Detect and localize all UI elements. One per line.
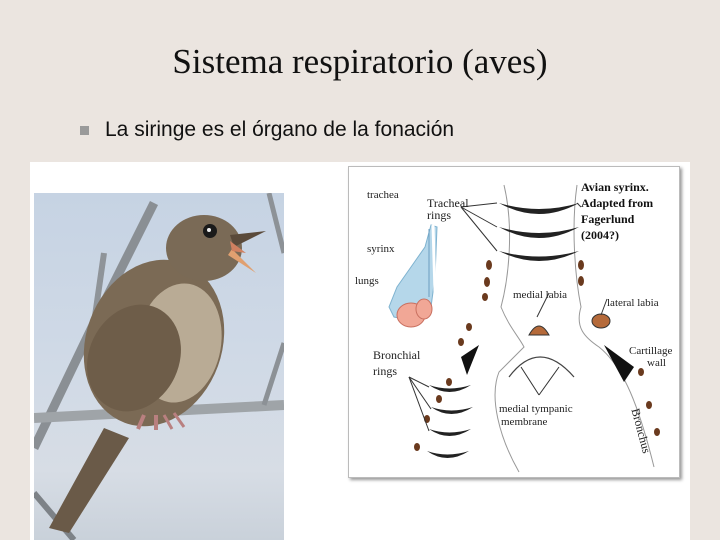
label-lateral-labia: lateral labia: [607, 297, 659, 309]
label-lungs: lungs: [355, 275, 379, 287]
syrinx-diagram: Avian syrinx. Adapted from Fagerlund (20…: [348, 166, 680, 478]
bullet-text: La siringe es el órgano de la fonación: [105, 118, 455, 141]
diagram-credit: Avian syrinx. Adapted from Fagerlund (20…: [581, 179, 653, 243]
label-tracheal-rings-2: rings: [427, 208, 451, 222]
label-medial-tympanic-2: membrane: [501, 416, 548, 428]
bullet-item: La siringe es el órgano de la fonación: [80, 118, 454, 142]
credit-line-1: Avian syrinx.: [581, 180, 649, 194]
label-cartillage-wall-2: wall: [647, 357, 666, 369]
bullet-square-icon: [80, 125, 89, 135]
credit-line-4: (2004?): [581, 228, 619, 242]
credit-line-3: Fagerlund: [581, 212, 635, 226]
label-syrinx: syrinx: [367, 243, 395, 255]
label-bronchial-rings-2: rings: [373, 364, 397, 378]
label-trachea: trachea: [367, 189, 399, 201]
credit-line-2: Adapted from: [581, 196, 654, 210]
label-medial-labia: medial labia: [513, 289, 568, 301]
nightingale-photo: [34, 193, 284, 540]
label-bronchial-rings-1: Bronchial: [373, 348, 421, 362]
label-cartillage-wall-1: Cartillage: [629, 345, 673, 357]
label-medial-tympanic-1: medial tympanic: [499, 403, 573, 415]
label-tracheal-rings-1: Tracheal: [427, 196, 469, 210]
slide-title: Sistema respiratorio (aves): [172, 42, 548, 81]
